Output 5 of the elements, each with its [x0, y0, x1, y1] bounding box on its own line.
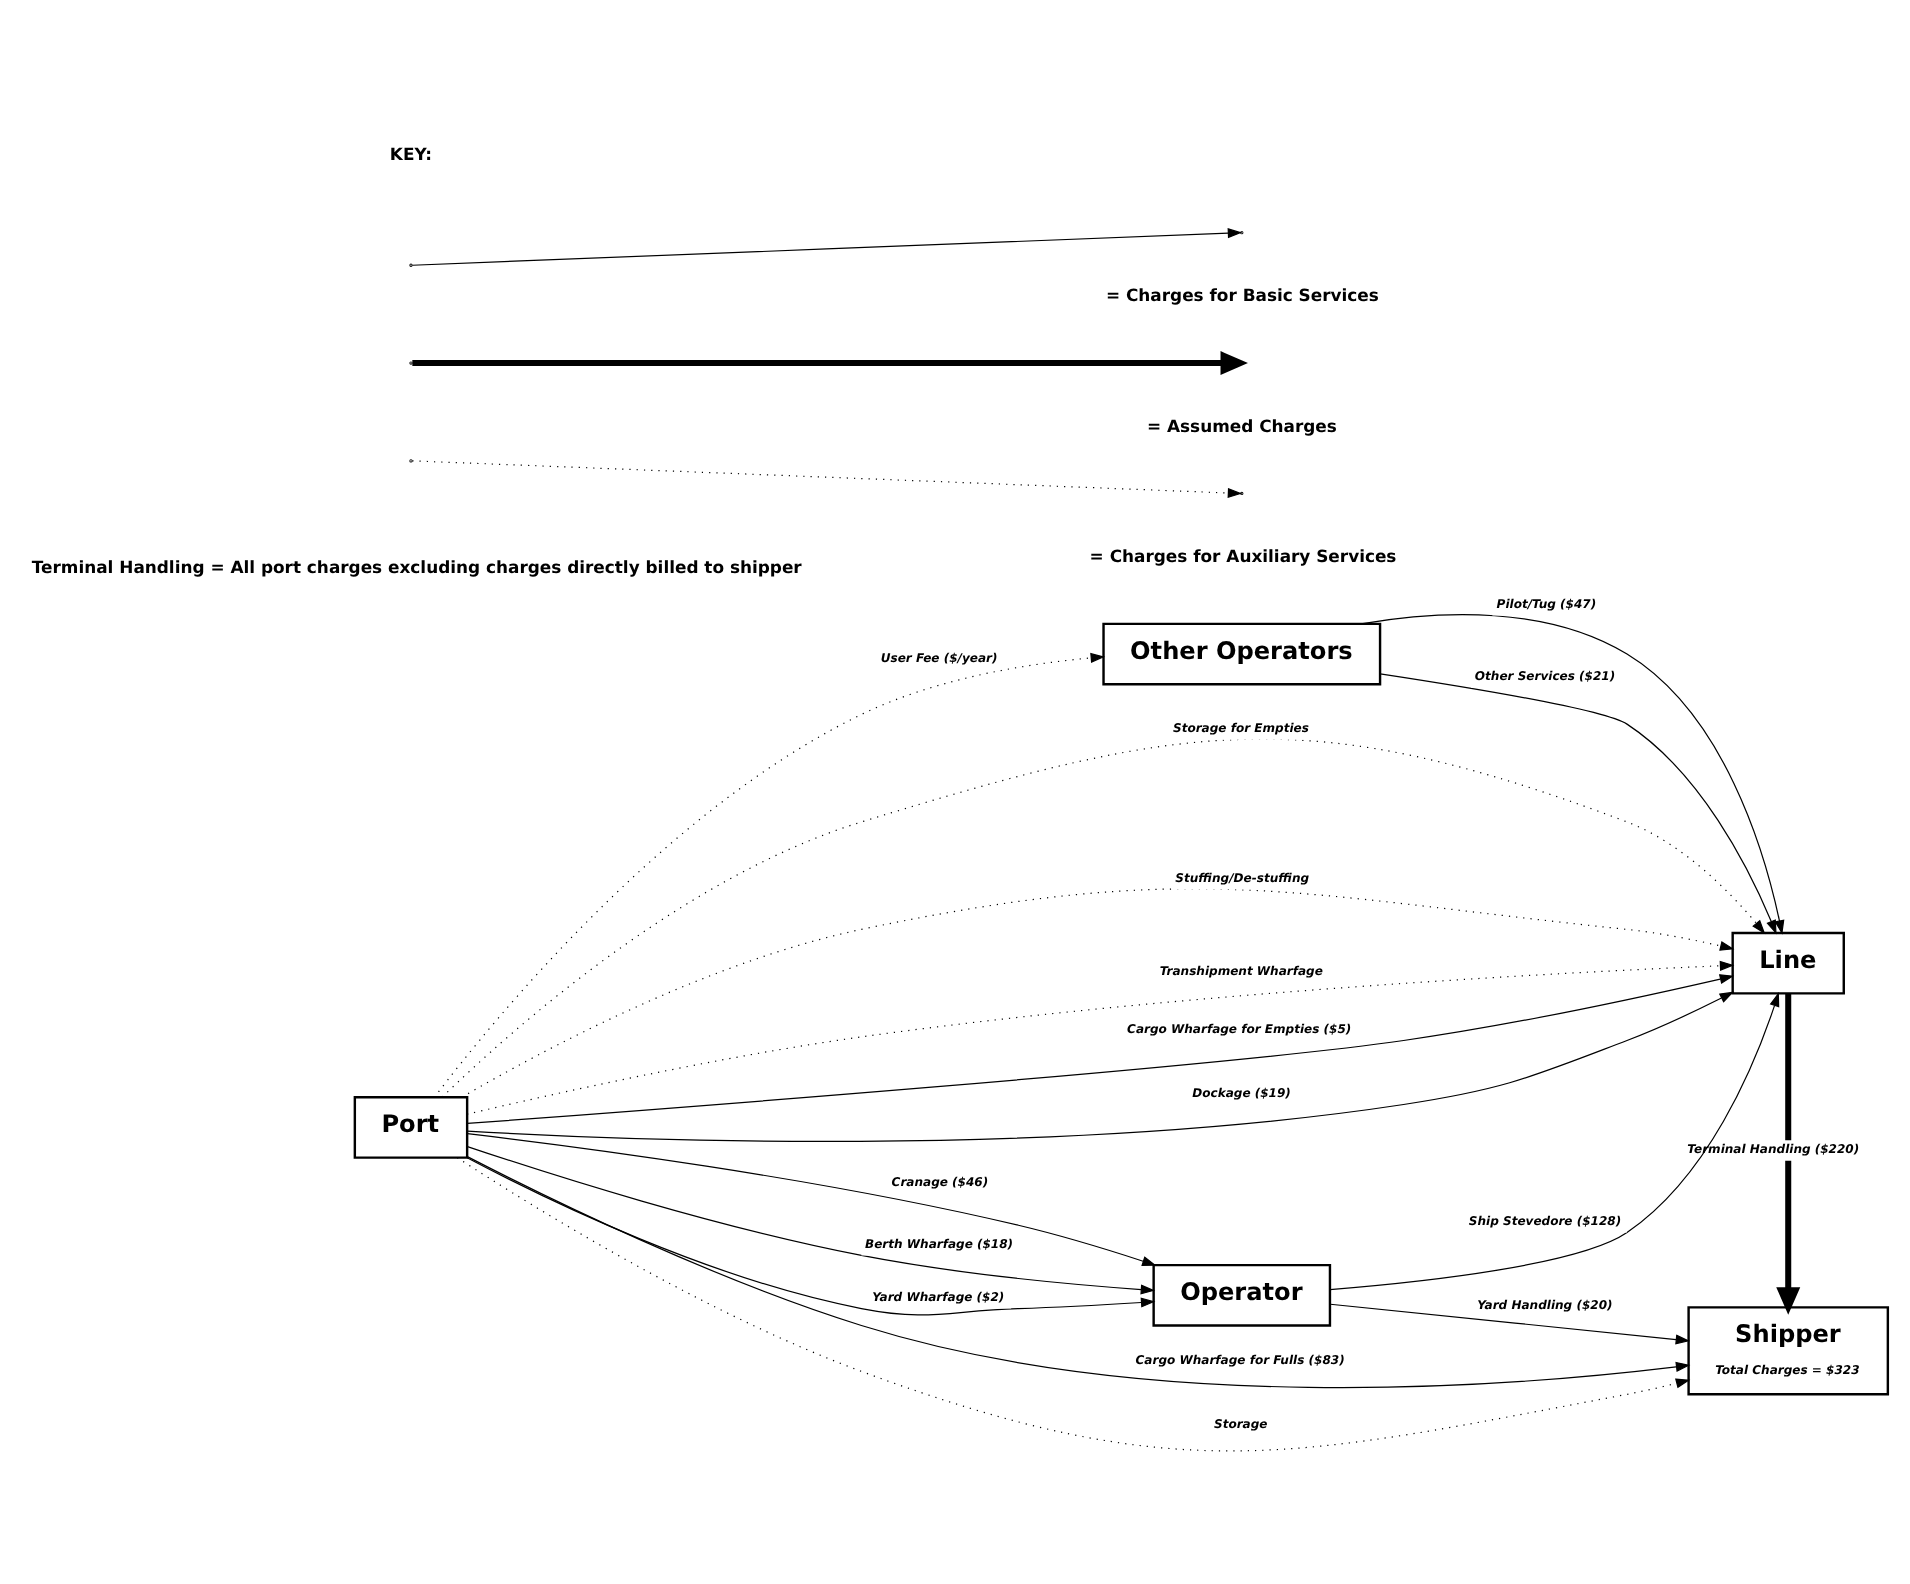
legend-label: = Charges for Basic Services: [1105, 284, 1379, 305]
label: Terminal Handling = All port charges excluding charges directly billed to shipper: [31, 555, 802, 576]
label: KEY:: [389, 142, 432, 163]
legend-label: = Charges for Auxiliary Services: [1089, 544, 1397, 565]
legend-label: = Assumed Charges: [1147, 414, 1337, 435]
